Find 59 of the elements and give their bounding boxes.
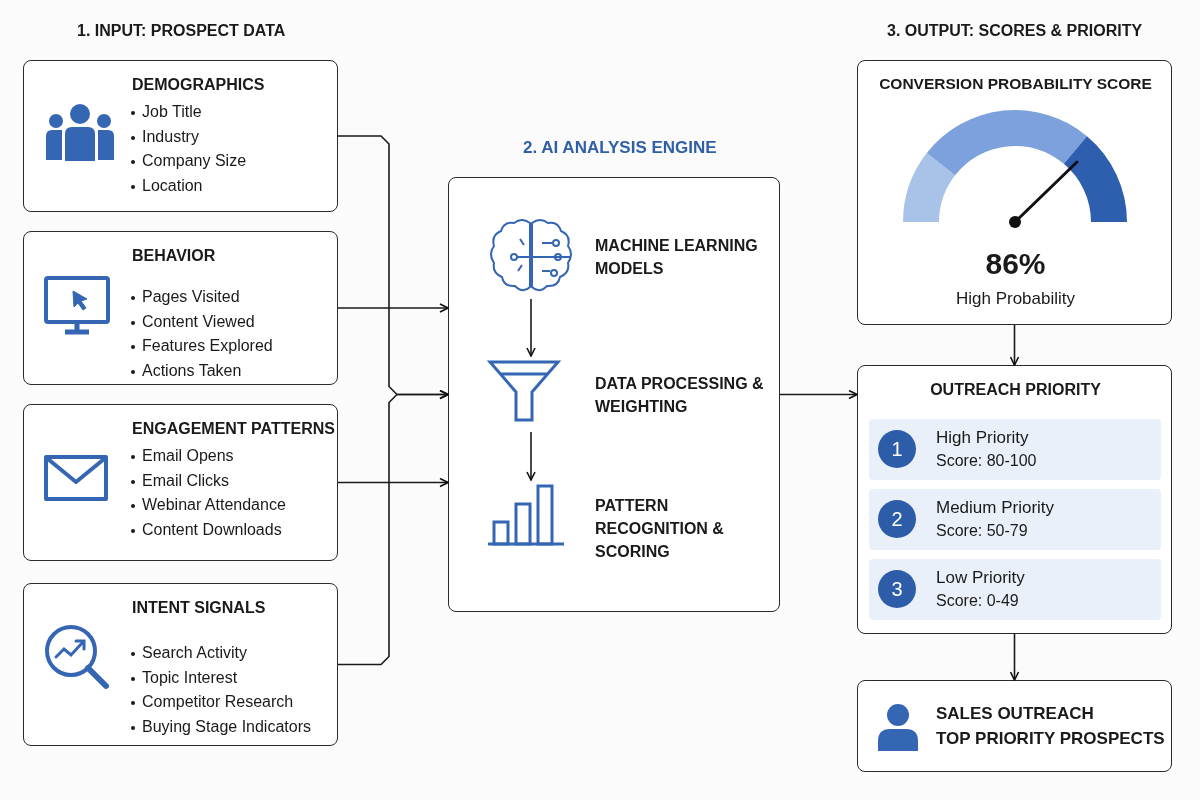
arrow: [526, 298, 536, 357]
card-heading: INTENT SIGNALS: [132, 599, 266, 617]
list-item: Actions Taken: [131, 361, 242, 380]
card-heading: OUTREACH PRIORITY: [929, 381, 1102, 399]
list-item: Competitor Research: [131, 693, 294, 711]
result-label: TOP PRIORITY PROSPECTS: [936, 729, 1165, 749]
list-item: Content Downloads: [131, 520, 282, 539]
step-label: PATTERN RECOGNITION & SCORING: [595, 496, 725, 562]
input-card: [23, 583, 338, 746]
list-item: Email Opens: [131, 447, 234, 465]
score-range: Score: 0-49: [936, 592, 1019, 610]
list-item: Industry: [131, 127, 199, 146]
list-item: Content Viewed: [131, 312, 255, 331]
list-item: Email Clicks: [131, 471, 230, 490]
input-card: [23, 60, 338, 212]
score-range: Score: 50-79: [936, 522, 1028, 540]
section-heading: 1. INPUT: PROSPECT DATA: [77, 22, 286, 40]
result-label: SALES OUTREACH: [936, 704, 1094, 724]
priority-row: [869, 419, 1161, 480]
arrow: [1009, 633, 1020, 681]
input-card: [23, 404, 338, 561]
input-card: [23, 231, 338, 385]
arrow: [526, 431, 536, 481]
list-item: Features Explored: [131, 337, 273, 355]
score-value: 86%: [984, 247, 1047, 281]
panel-heading: 2. AI ANALYSIS ENGINE: [523, 138, 717, 158]
arrow: [337, 389, 449, 666]
list-item: Webinar Attendance: [131, 496, 286, 514]
priority-name: Low Priority: [936, 568, 1025, 588]
list-item: Search Activity: [131, 644, 247, 662]
arrow: [337, 477, 449, 488]
card-heading: BEHAVIOR: [132, 247, 216, 265]
list-item: Pages Visited: [131, 288, 240, 306]
number-badge: 2: [878, 500, 916, 538]
priority-row: [869, 489, 1161, 550]
priority-card: [857, 365, 1172, 634]
card-heading: ENGAGEMENT PATTERNS: [132, 420, 335, 438]
list-item: Topic Interest: [131, 668, 238, 687]
list-item: Company Size: [131, 152, 247, 170]
card-heading: DEMOGRAPHICS: [132, 76, 265, 94]
step-label: MACHINE LEARNING MODELS: [595, 236, 759, 279]
priority-name: High Priority: [936, 428, 1029, 448]
arrow: [779, 389, 858, 400]
score-caption: High Probability: [954, 289, 1077, 309]
arrow: [337, 303, 449, 313]
number-badge: 1: [878, 430, 916, 468]
priority-name: Medium Priority: [936, 498, 1055, 518]
card-heading: CONVERSION PROBABILITY SCORE: [878, 75, 1153, 93]
list-item: Job Title: [131, 103, 202, 121]
list-item: Buying Stage Indicators: [131, 717, 311, 736]
arrow: [1009, 324, 1020, 366]
number-badge: 3: [878, 570, 916, 608]
list-item: Location: [131, 176, 203, 195]
step-label: DATA PROCESSING & WEIGHTING: [595, 374, 765, 417]
score-range: Score: 80-100: [936, 452, 1037, 470]
section-heading: 3. OUTPUT: SCORES & PRIORITY: [887, 22, 1143, 40]
score-card: [857, 60, 1172, 325]
priority-row: [869, 559, 1161, 620]
result-card: [857, 680, 1172, 772]
